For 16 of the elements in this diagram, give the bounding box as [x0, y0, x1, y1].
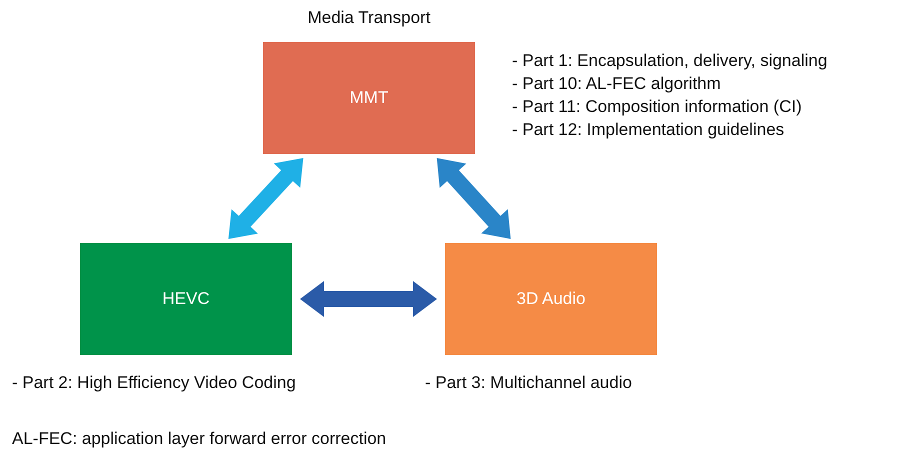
- node-heading: Media Transport: [306, 8, 432, 28]
- node-label: HEVC: [162, 289, 210, 309]
- footnote: AL-FEC: application layer forward error correction: [12, 428, 386, 450]
- part-note: - Part 10: AL-FEC algorithm: [512, 73, 721, 95]
- double-arrow: [228, 158, 304, 239]
- node-label: 3D Audio: [516, 289, 586, 309]
- node-label: MMT: [350, 88, 388, 108]
- process-box: [445, 243, 657, 355]
- double-arrow: [300, 281, 437, 317]
- part-note: - Part 3: Multichannel audio: [425, 372, 632, 394]
- process-box: [80, 243, 292, 355]
- part-note: - Part 12: Implementation guidelines: [512, 119, 784, 141]
- part-note: - Part 11: Composition information (CI): [512, 96, 802, 118]
- part-note: - Part 1: Encapsulation, delivery, signaling: [512, 50, 828, 72]
- part-note: - Part 2: High Efficiency Video Coding: [12, 372, 296, 394]
- double-arrow: [436, 158, 511, 239]
